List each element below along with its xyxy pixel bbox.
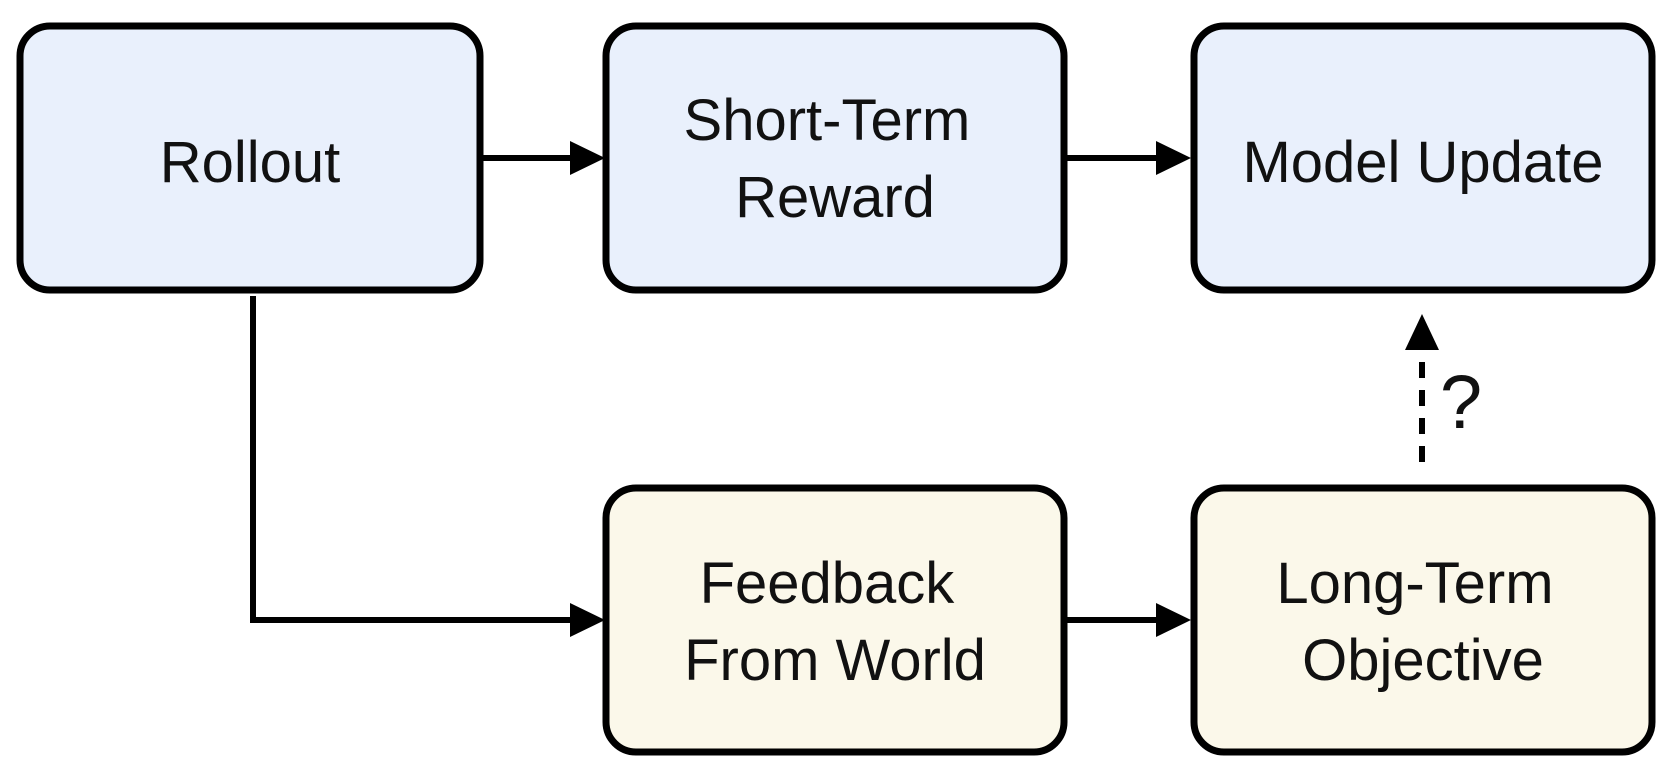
node-feedback-from-world: Feedback From World — [602, 484, 1068, 756]
node-long-term-objective: Long-Term Objective — [1190, 484, 1656, 756]
node-box — [1190, 22, 1656, 294]
node-model-update: Model Update — [1190, 22, 1656, 294]
edge-rollout-to-short-term-reward — [482, 141, 605, 175]
arrowhead-right-icon — [1156, 603, 1191, 637]
edge-short-term-reward-to-model-update — [1066, 141, 1191, 175]
node-label: Short-Term Reward — [684, 88, 987, 230]
node-box — [602, 484, 1068, 756]
edge-label-question: ? — [1440, 360, 1482, 445]
node-label: Rollout — [160, 130, 341, 195]
arrowhead-right-icon — [570, 141, 605, 175]
arrowhead-up-icon — [1405, 314, 1439, 350]
node-label: Feedback From World — [684, 551, 986, 693]
node-box — [16, 22, 484, 294]
node-box — [1190, 484, 1656, 756]
edge-feedback-to-long-term-objective — [1066, 603, 1191, 637]
node-rollout: Rollout — [16, 22, 484, 294]
node-label: Long-Term Objective — [1276, 551, 1569, 693]
arrowhead-right-icon — [570, 603, 605, 637]
edge-rollout-to-feedback-from-world — [250, 296, 605, 637]
edge-long-term-objective-to-model-update: ? — [1405, 314, 1482, 462]
node-box — [602, 22, 1068, 294]
node-label: Model Update — [1242, 130, 1603, 195]
arrowhead-right-icon — [1156, 141, 1191, 175]
node-short-term-reward: Short-Term Reward — [602, 22, 1068, 294]
